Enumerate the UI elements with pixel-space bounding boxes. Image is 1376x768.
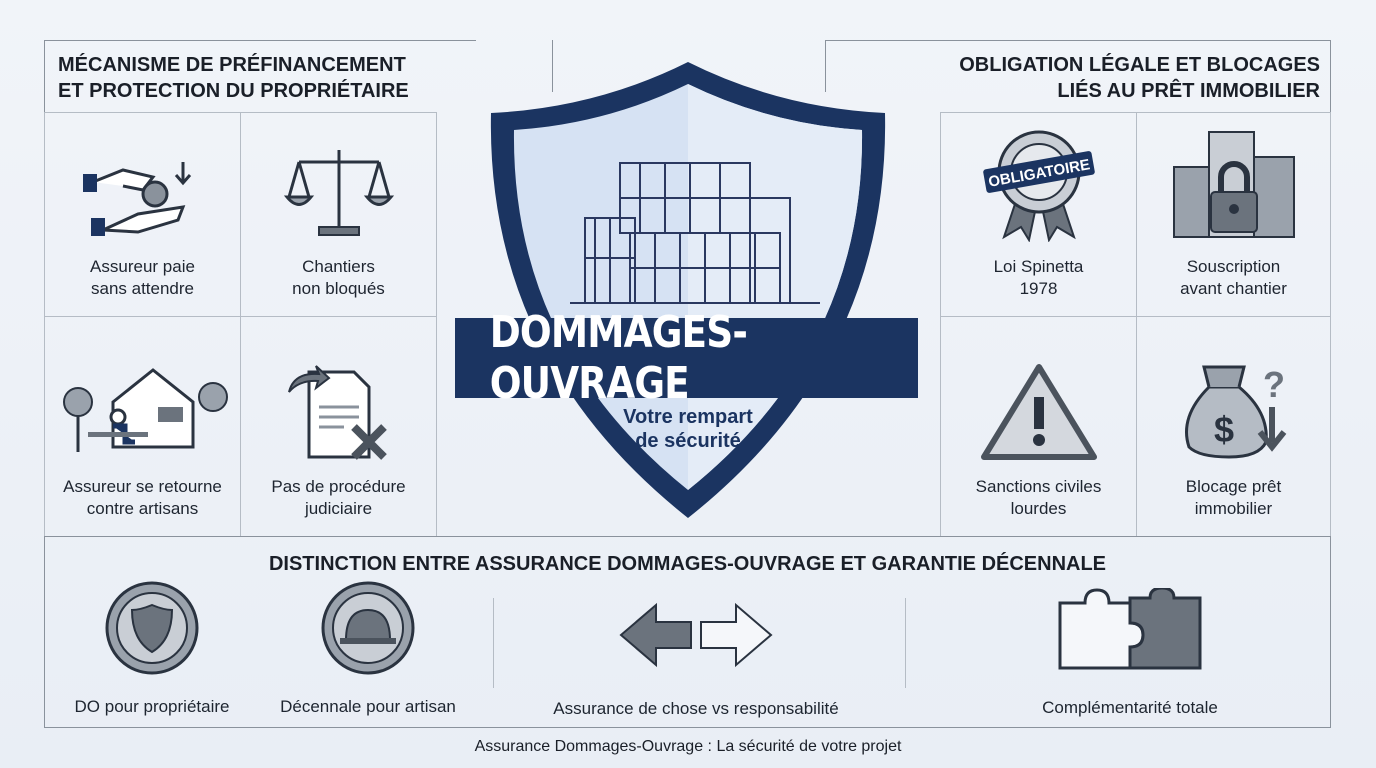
warning-icon [980, 364, 1097, 460]
arrows-icon [619, 602, 773, 668]
building-lock-icon [1172, 131, 1295, 238]
label-line: Assureur se retourne [63, 477, 222, 496]
tagline-line: Votre rempart [623, 406, 753, 428]
svg-text:$: $ [1213, 409, 1233, 450]
card-souscription: Souscription avant chantier [1136, 112, 1331, 317]
divider [44, 536, 1331, 537]
building-icon [570, 162, 820, 304]
bottom-section-title: DISTINCTION ENTRE ASSURANCE DOMMAGES-OUV… [268, 553, 1107, 575]
title-line: OBLIGATION LÉGALE ET BLOCAGES [959, 54, 1320, 76]
label-line: Pas de procédure [271, 477, 406, 496]
title-line: ET PROTECTION DU PROPRIÉTAIRE [58, 80, 409, 102]
title-line: MÉCANISME DE PRÉFINANCEMENT [58, 54, 406, 76]
item-decennale-artisan: Décennale pour artisan [280, 580, 456, 718]
tagline: Votre rempart de sécurité [588, 405, 788, 453]
title-line: LIÉS AU PRÊT IMMOBILIER [1057, 80, 1320, 102]
item-do-proprietaire: DO pour propriétaire [62, 580, 242, 718]
divider [493, 598, 494, 688]
puzzle-icon [1058, 588, 1202, 670]
item-label: DO pour propriétaire [74, 697, 230, 716]
label-line: Blocage prêt [1185, 477, 1282, 496]
shield-coin-icon [105, 581, 199, 675]
caption: Assurance Dommages-Ouvrage : La sécurité… [474, 738, 902, 755]
label-line: immobilier [1194, 499, 1273, 518]
card-sanctions: Sanctions civiles lourdes [940, 316, 1137, 537]
card-chantiers: Chantiers non bloqués [240, 112, 437, 317]
title-banner: DOMMAGES-OUVRAGE [455, 307, 918, 409]
item-complementarite: Complémentarité totale [1025, 588, 1235, 719]
shield-emblem [490, 62, 886, 518]
document-cross-icon [287, 365, 387, 460]
tagline-line: de sécurité [635, 430, 741, 452]
label-line: 1978 [1019, 279, 1058, 298]
label-line: Sanctions civiles [975, 477, 1102, 496]
label-line: Chantiers [302, 257, 375, 276]
item-label: Assurance de chose vs responsabilité [553, 699, 839, 718]
money-bag-icon: $? [1184, 364, 1286, 459]
label-line: avant chantier [1180, 279, 1287, 298]
svg-text:?: ? [1263, 364, 1285, 405]
item-label: Complémentarité totale [1042, 698, 1218, 717]
card-pas-procedure: Pas de procédure judiciaire [240, 316, 437, 537]
scales-icon [283, 150, 394, 236]
label-line: Assureur paie [90, 257, 195, 276]
item-label: Décennale pour artisan [280, 697, 456, 716]
divider [825, 40, 1331, 41]
hardhat-coin-icon [321, 581, 415, 675]
label-line: non bloqués [292, 279, 385, 298]
label-line: Loi Spinetta [993, 257, 1084, 276]
item-chose-vs-responsabilite: Assurance de chose vs responsabilité [536, 600, 856, 720]
divider [825, 40, 826, 92]
divider [552, 40, 553, 92]
label-line: lourdes [1010, 499, 1067, 518]
divider [44, 40, 476, 41]
hand-coin-icon [82, 162, 191, 236]
card-blocage-pret: $? Blocage prêt immobilier [1136, 316, 1331, 537]
card-assureur-retourne: Assureur se retourne contre artisans [44, 316, 241, 537]
label-line: Souscription [1186, 257, 1281, 276]
card-loi-spinetta: OBLIGATOIRE Loi Spinetta 1978 [940, 112, 1137, 317]
right-section-title: OBLIGATION LÉGALE ET BLOCAGES LIÉS AU PR… [959, 52, 1320, 104]
badge-ribbon-icon: OBLIGATOIRE [982, 130, 1095, 242]
divider [905, 598, 906, 688]
left-section-title: MÉCANISME DE PRÉFINANCEMENT ET PROTECTIO… [58, 52, 409, 104]
label-line: judiciaire [304, 499, 373, 518]
label-line: sans attendre [90, 279, 194, 298]
house-person-icon [62, 368, 228, 452]
card-assureur-paie: Assureur paie sans attendre [44, 112, 241, 317]
banner-text: DOMMAGES-OUVRAGE [489, 307, 748, 409]
label-line: contre artisans [86, 499, 199, 518]
